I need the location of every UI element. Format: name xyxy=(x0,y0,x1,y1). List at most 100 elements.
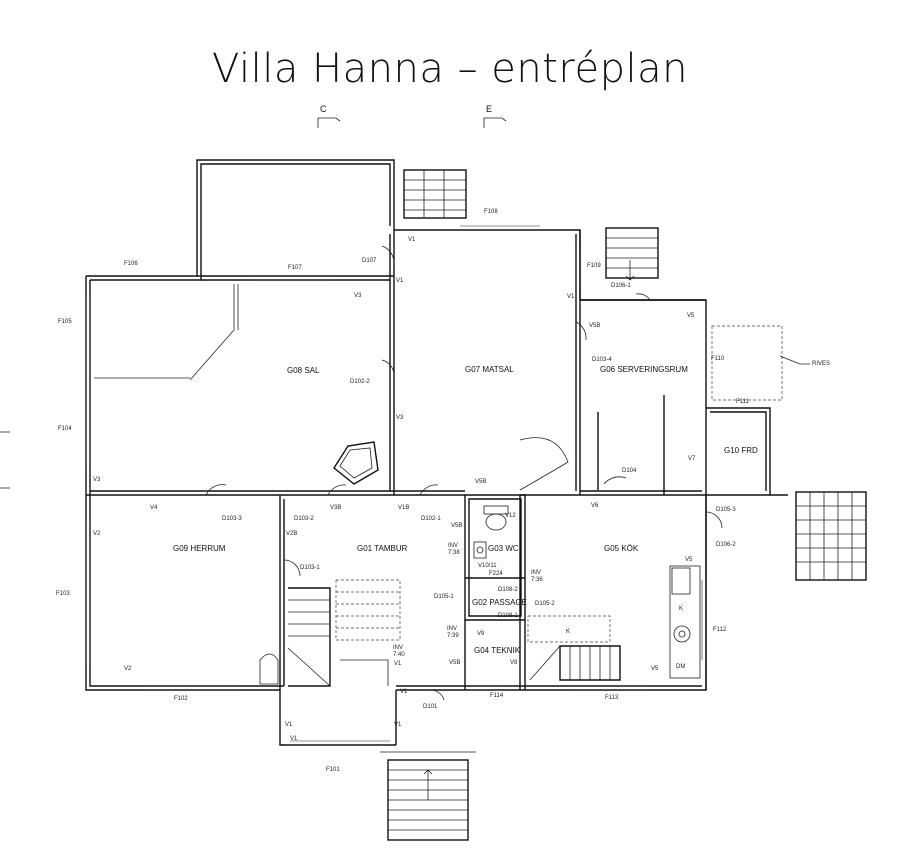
wall-tag: V10/11 xyxy=(478,563,497,569)
wall-tag: V1 xyxy=(400,689,408,695)
section-marker-e-label: E xyxy=(486,104,492,114)
plan-title: Villa Hanna – entréplan xyxy=(212,46,688,92)
wall-tag: V1 xyxy=(396,278,404,284)
door-label: D104 xyxy=(622,468,637,474)
room-label-g05-kok: G05 KÖK xyxy=(604,544,639,553)
window-label: F105 xyxy=(58,319,72,325)
room-label-g01-tambur: G01 TAMBUR xyxy=(357,544,408,553)
wall-tag: V12 xyxy=(505,513,516,519)
wall-tag: V5B xyxy=(451,523,462,529)
wall-tag: V2B xyxy=(286,531,297,537)
window-label: F102 xyxy=(174,696,188,702)
window-label: F106 xyxy=(124,261,138,267)
section-marker-e: E xyxy=(483,104,507,128)
demolish-area xyxy=(711,325,810,401)
window-label: F114 xyxy=(490,693,504,699)
room-label-g07-matsal: G07 MATSAL xyxy=(465,365,514,374)
wall-tag: V2 xyxy=(124,666,132,672)
wall-tag: V4 xyxy=(150,505,158,511)
wall-tag: V1 xyxy=(394,661,402,667)
fireplace xyxy=(333,441,379,485)
wall-tag: V5 xyxy=(651,666,659,672)
door-label: D107 xyxy=(362,258,377,264)
stair-north-east xyxy=(605,227,659,281)
window-label: F110 xyxy=(711,356,725,362)
door-label: D103-4 xyxy=(592,357,612,363)
window-label: F104 xyxy=(58,426,72,432)
window-label: F111 xyxy=(736,399,749,405)
wall-tag: V5 xyxy=(687,313,695,319)
door-label: D103-2 xyxy=(294,516,314,522)
section-marker-c-label: C xyxy=(320,104,327,114)
stair-east xyxy=(795,491,867,581)
stair-tambur xyxy=(259,579,401,687)
door-label: D108-1 xyxy=(498,613,518,619)
fixture-label-k: K xyxy=(566,629,570,635)
window-label: F109 xyxy=(587,263,601,269)
kitchen-fixtures xyxy=(669,565,701,679)
door-label: D105-1 xyxy=(434,594,454,600)
wall-tag: V1 xyxy=(285,722,293,728)
wall-tag: V3 xyxy=(396,415,404,421)
door-label: D103-1 xyxy=(300,565,320,571)
window-labels: F108 F106 F107 F109 F105 F104 F110 F111 … xyxy=(56,209,749,773)
room-label-g04-teknik: G04 TEKNIK xyxy=(474,646,521,655)
door-label: D108-2 xyxy=(498,587,518,593)
window-marks xyxy=(85,225,707,746)
wall-tag: V1 xyxy=(394,722,402,728)
door-label: D105-3 xyxy=(716,507,736,513)
room-label-g08-sal: G08 SAL xyxy=(287,366,320,375)
wall-tag: V1 xyxy=(290,736,298,742)
room-label-g09-herrum: G09 HERRUM xyxy=(173,544,226,553)
wall-tag: V3 xyxy=(354,293,362,299)
window-label: F103 xyxy=(56,591,70,597)
wc-fixtures xyxy=(473,505,509,559)
door-label: D106-2 xyxy=(716,542,736,548)
wall-tag: V2 xyxy=(93,531,101,537)
wall-tag: V9 xyxy=(477,631,485,637)
door-label: D106-1 xyxy=(611,283,631,289)
wall-tag: V6 xyxy=(591,503,599,509)
door-label: D101 xyxy=(423,704,438,710)
door-label: D103-3 xyxy=(222,516,242,522)
section-marker-c: C xyxy=(317,104,341,128)
wall-tag: V5B xyxy=(589,323,600,329)
wall-tag: V3 xyxy=(93,477,101,483)
wall-tag: V5B xyxy=(449,660,460,666)
fixture-label-dm: DM xyxy=(676,664,685,670)
wall-tag: V3B xyxy=(330,505,341,511)
wall-tag: V8 xyxy=(510,660,518,666)
wall-tag: V7 xyxy=(688,456,696,462)
wall-tag: V5 xyxy=(685,557,693,563)
window-label: F108 xyxy=(484,209,498,215)
stair-north xyxy=(403,169,467,219)
window-label: F107 xyxy=(288,265,302,271)
door-label: D102-2 xyxy=(350,379,370,385)
window-label: F112 xyxy=(713,627,727,633)
window-label: F113 xyxy=(605,695,619,701)
wall-tag: V1 xyxy=(408,237,416,243)
window-label: F224 xyxy=(489,571,503,577)
wall-tag: V5B xyxy=(475,479,486,485)
fixture-label-k: K xyxy=(679,606,683,612)
window-label: F101 xyxy=(326,767,340,773)
stair-south xyxy=(380,751,476,841)
room-label-g10-frd: G10 FRD xyxy=(724,446,758,455)
walls xyxy=(85,159,788,746)
room-label-g02-passage: G02 PASSAGE xyxy=(472,598,527,607)
stair-kitchen xyxy=(527,615,621,681)
door-label: D105-2 xyxy=(535,601,555,607)
room-labels: G08 SAL G07 MATSAL G06 SERVERINGSRUM G10… xyxy=(173,365,758,655)
wall-tag: V1 xyxy=(567,294,575,300)
wall-tag: V1B xyxy=(398,505,409,511)
demolish-note: RIVES xyxy=(812,361,830,367)
door-swings xyxy=(205,245,723,701)
room-label-g06-serveringsrum: G06 SERVERINGSRUM xyxy=(600,365,688,374)
wall-tags: V1 V1 V1 V3 V3 V3 V5 V5 V5 V5B V5B V5B V… xyxy=(93,237,696,742)
